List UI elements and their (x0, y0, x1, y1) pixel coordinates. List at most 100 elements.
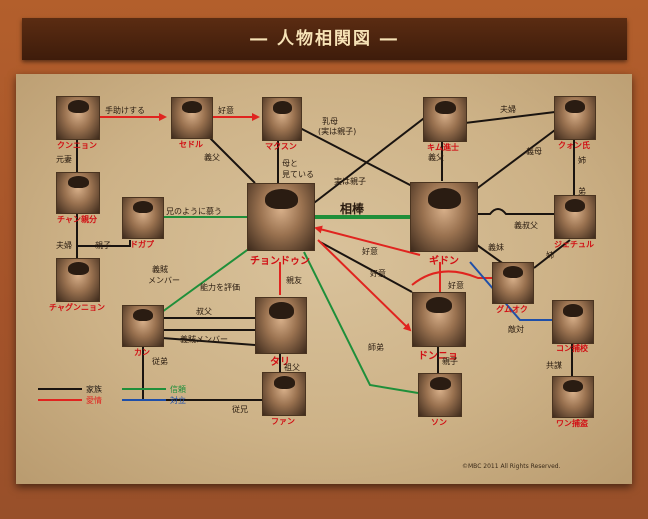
legend-trust: 信頼 (170, 385, 186, 394)
portrait-gumoku (492, 262, 534, 304)
name-kim: キム進士 (427, 143, 459, 152)
line-kim-chondoun (309, 111, 433, 207)
legend-family: 家族 (86, 385, 102, 394)
line-kuon-gidon (474, 129, 556, 191)
rel-fuufu1: 夫婦 (500, 105, 516, 114)
portrait-son (418, 373, 462, 417)
rel-nouryoku: 能力を評価 (200, 283, 240, 292)
rel-gifu1: 義父 (204, 153, 220, 162)
line-makusun-gidon (299, 127, 413, 187)
rel-imouto: 姉 (578, 156, 586, 165)
rel-tairitsu: 敵対 (508, 325, 524, 334)
line-chondoun-son (303, 251, 419, 394)
portrait-chondoun (247, 183, 315, 251)
portrait-makusun (262, 97, 302, 141)
portrait-dogap (122, 197, 164, 239)
name-chondoun: チョンドゥン (250, 256, 310, 267)
rel-jitsuoya1: (実は親子) (318, 127, 357, 136)
portrait-chang (56, 172, 100, 214)
portrait-kuon (554, 96, 596, 140)
rel-sofu: 祖父 (284, 363, 300, 372)
rel-fuufu2: 夫婦 (56, 241, 72, 250)
portrait-fan (262, 372, 306, 416)
rel-kouihaya: 好意 (218, 106, 234, 115)
portrait-sedol (171, 97, 213, 139)
line-kan-tari (161, 337, 256, 346)
rel-oji: 叔父 (196, 307, 212, 316)
name-kuon: クォン氏 (558, 141, 590, 150)
name-donnyo: ドンニョ (418, 351, 458, 362)
rel-gifu2: 義父 (428, 153, 444, 162)
rel-gizoku-member2: メンバー (148, 276, 180, 285)
name-kon: コン捕校 (556, 344, 588, 353)
line-chondoun-donnyo-love (317, 239, 412, 332)
rel-oyako2: 親子 (442, 357, 458, 366)
portrait-jechul (554, 195, 596, 239)
rel-koui2: 好意 (362, 247, 378, 256)
rel-kyoubou: 共謀 (546, 361, 562, 370)
rel-tedasuke: 手助けする (105, 106, 145, 115)
rel-giri: 義母 (526, 147, 542, 156)
rel-juukei: 従兄 (232, 405, 248, 414)
rel-aibou: 相棒 (340, 202, 365, 216)
name-jechul: ジェチュル (554, 240, 594, 249)
name-kan: カン (134, 348, 150, 357)
rel-mitteiru: 見ている (282, 170, 314, 179)
line-kim-kuon (464, 111, 556, 124)
name-makusun: マクスン (265, 142, 297, 151)
line-gidon-kon (469, 261, 552, 321)
rel-juutei: 従弟 (152, 357, 168, 366)
rel-jitsuoya2: 実は親子 (334, 177, 366, 186)
rel-ane: 姉 (546, 251, 554, 260)
line-kan-chondoun (161, 247, 251, 313)
line-jechul-gumoku (533, 239, 571, 269)
rel-kyoudai: 兄のように慕う (166, 207, 222, 216)
name-kunnyon: クンニョン (57, 141, 97, 150)
portrait-wan (552, 376, 594, 418)
name-dogap: ドガプ (130, 240, 154, 249)
rel-otouto: 弟 (578, 187, 586, 196)
line-sedol-chondoun (209, 137, 256, 184)
name-son: ソン (431, 418, 447, 427)
legend-conflict: 対立 (170, 396, 186, 405)
rel-gizoku-member1: 義賊 (152, 265, 168, 274)
diagram-title: ― 人物相関図 ― (250, 29, 399, 49)
rel-shitei: 師弟 (368, 343, 384, 352)
portrait-kon (552, 300, 594, 344)
rel-shinyu: 親友 (286, 276, 302, 285)
copyright-notice: ©MBC 2011 All Rights Reserved. (462, 463, 561, 470)
line-chondoun-donnyo (319, 241, 413, 293)
name-gidon: ギドン (429, 256, 459, 267)
rel-haha-to: 母と (282, 159, 298, 168)
rel-koui3: 好意 (370, 269, 386, 278)
name-chang: チャン親分 (57, 215, 97, 224)
rel-gizoku-member3: 義賊メンバー (180, 335, 228, 344)
name-sedol: セドル (179, 140, 203, 149)
portrait-tari (255, 297, 307, 354)
name-gumoku: グムオク (496, 305, 528, 314)
line-gidon-jechul (477, 208, 555, 215)
portrait-kunnyon (56, 96, 100, 140)
name-tari: タリ (270, 357, 290, 368)
line-chang-dogap (77, 240, 131, 247)
rel-koui4: 好意 (448, 281, 464, 290)
legend-love: 愛情 (86, 396, 102, 405)
line-gidon-chondoun (314, 225, 421, 256)
rel-oyako1: 親子 (95, 241, 111, 250)
portrait-kim (423, 97, 467, 142)
rel-gimai: 義妹 (488, 243, 504, 252)
portrait-kan (122, 305, 164, 347)
portrait-gidon (410, 182, 478, 252)
rel-gioji: 義叔父 (514, 221, 538, 230)
portrait-donnyo (412, 292, 466, 347)
rel-nyubo: 乳母 (322, 117, 338, 126)
name-wan: ワン捕盗 (556, 419, 588, 428)
line-gidon-gumoku-love (411, 270, 492, 286)
rel-genkan: 元妻 (56, 155, 72, 164)
name-fan: ファン (271, 417, 295, 426)
title-banner: ― 人物相関図 ― (22, 18, 627, 60)
portrait-chagunnyon (56, 258, 100, 302)
name-chagunnyon: チャグンニョン (49, 303, 105, 312)
